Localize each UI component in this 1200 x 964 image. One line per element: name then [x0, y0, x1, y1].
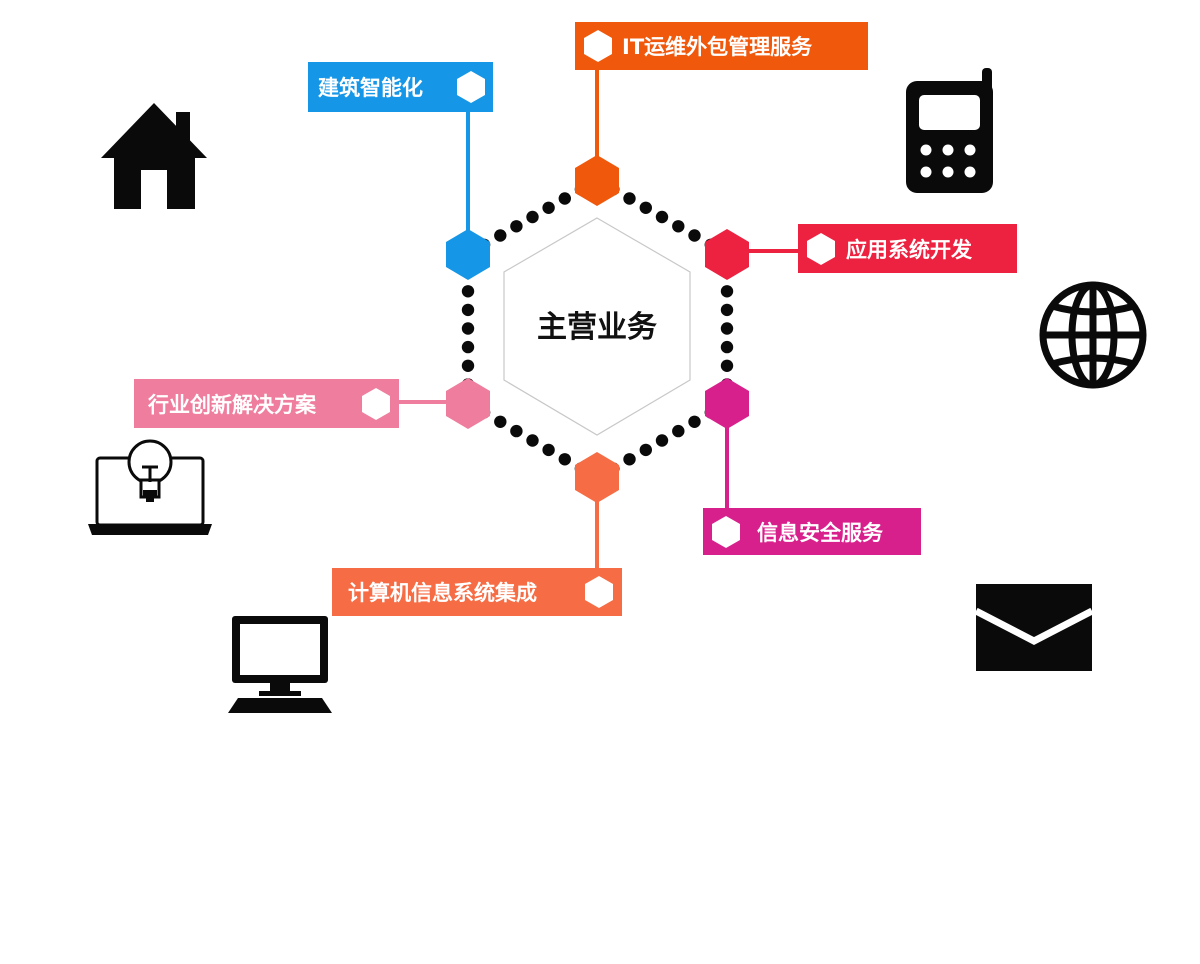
ring-dot [720, 322, 734, 335]
globe-icon [1039, 281, 1147, 389]
label-box-solutions [134, 379, 399, 428]
ring-dot [639, 201, 652, 214]
mail-icon [974, 584, 1094, 671]
hexagon-icon [584, 30, 612, 62]
ring-dot [720, 285, 734, 298]
ring-dot [494, 229, 507, 242]
node-building[interactable] [446, 229, 490, 280]
home-icon [101, 103, 207, 209]
hexagon-icon [585, 576, 613, 608]
ring-dot [542, 443, 555, 457]
label-text-building: 建筑智能化 [318, 76, 423, 100]
ring-dot [542, 201, 555, 214]
ring-dot [461, 303, 475, 317]
label-box-integration [332, 568, 622, 616]
ring-dot [494, 415, 507, 428]
laptop-idea-icon [88, 439, 212, 535]
label-text-it-ops: IT运维外包管理服务 [622, 35, 813, 59]
ring-dot [558, 453, 571, 466]
ring-dot [655, 434, 669, 447]
hexagon-icon [712, 516, 740, 548]
ring-dot [558, 192, 571, 205]
node-integration[interactable] [575, 452, 619, 503]
ring-dot [526, 210, 539, 224]
label-it-ops[interactable]: IT运维外包管理服务 [575, 22, 868, 70]
center-title: 主营业务 [537, 310, 657, 345]
label-box-it-ops [575, 22, 868, 70]
ring-dot [688, 415, 701, 428]
label-text-security: 信息安全服务 [757, 521, 884, 545]
connector-lines [398, 70, 798, 568]
ring-dot [688, 229, 701, 242]
mobile-phone-icon [906, 68, 993, 193]
ring-dot [623, 192, 636, 205]
ring-dot [526, 434, 539, 447]
label-text-integration: 计算机信息系统集成 [348, 581, 537, 605]
label-app-dev[interactable]: 应用系统开发 [798, 224, 1017, 273]
node-solutions[interactable] [446, 378, 490, 429]
ring-dot [623, 453, 636, 466]
node-security[interactable] [705, 378, 749, 429]
ring-dot [655, 210, 669, 224]
hexagon-icon [457, 71, 485, 103]
ring-dot [639, 443, 652, 457]
ring-dot [510, 220, 523, 233]
ring-dot [461, 322, 475, 335]
hexagon-icon [807, 233, 835, 265]
label-text-solutions: 行业创新解决方案 [147, 393, 317, 417]
ring-dot [672, 220, 685, 233]
node-app-dev[interactable] [705, 229, 749, 280]
label-security[interactable]: 信息安全服务 [703, 508, 921, 555]
ring-dot [720, 303, 734, 317]
ring-dot [672, 424, 685, 438]
ring-dot [461, 340, 475, 354]
desktop-computer-icon [228, 616, 332, 713]
ring-dot [720, 340, 734, 354]
center-hexagon [503, 217, 691, 436]
ring-dot [720, 359, 734, 372]
ring-dot [461, 285, 475, 298]
label-integration[interactable]: 计算机信息系统集成 [332, 568, 622, 616]
hexagon-icon [362, 388, 390, 420]
vertex-nodes [446, 155, 749, 503]
label-text-app-dev: 应用系统开发 [846, 238, 973, 262]
ring-dot [510, 424, 523, 438]
label-building[interactable]: 建筑智能化 [308, 62, 493, 112]
label-solutions[interactable]: 行业创新解决方案 [134, 379, 399, 428]
ring-dot [461, 359, 475, 372]
node-it-ops[interactable] [575, 155, 619, 206]
